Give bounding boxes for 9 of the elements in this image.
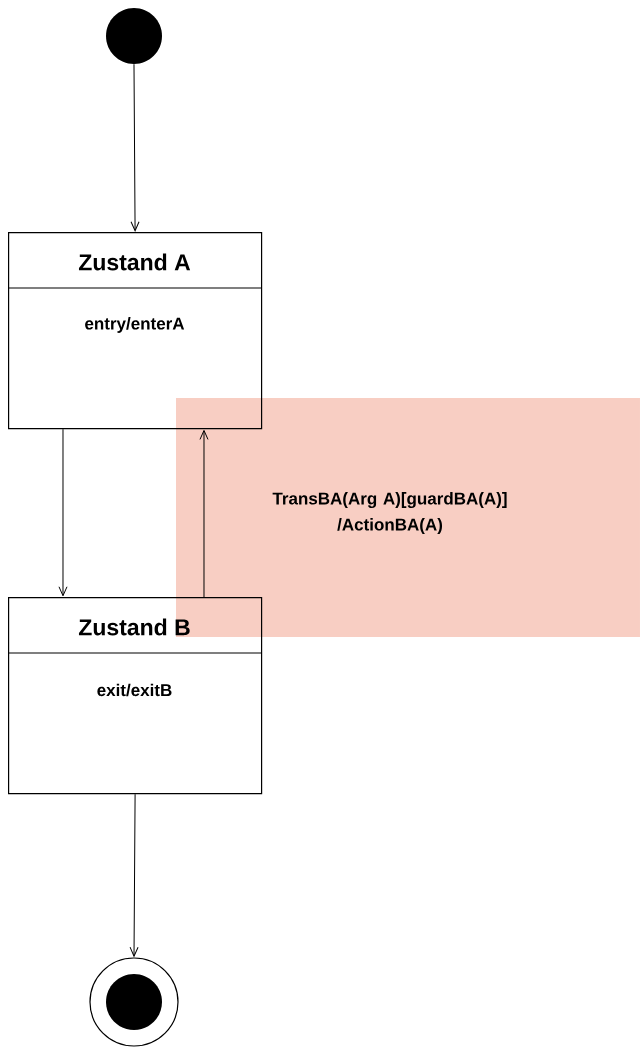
initial-state (106, 8, 162, 64)
edge-label: TransBA(Arg A)[guardBA(A)] /ActionBA(A) (272, 492, 507, 534)
state-box: Zustand A entry/enterA (7, 232, 263, 430)
state-box: Zustand B exit/exitB (7, 597, 263, 795)
arrow (58, 428, 68, 597)
arrow (130, 63, 140, 232)
final-state (89, 957, 179, 1047)
arrow (129, 793, 139, 957)
arrow (199, 429, 209, 598)
